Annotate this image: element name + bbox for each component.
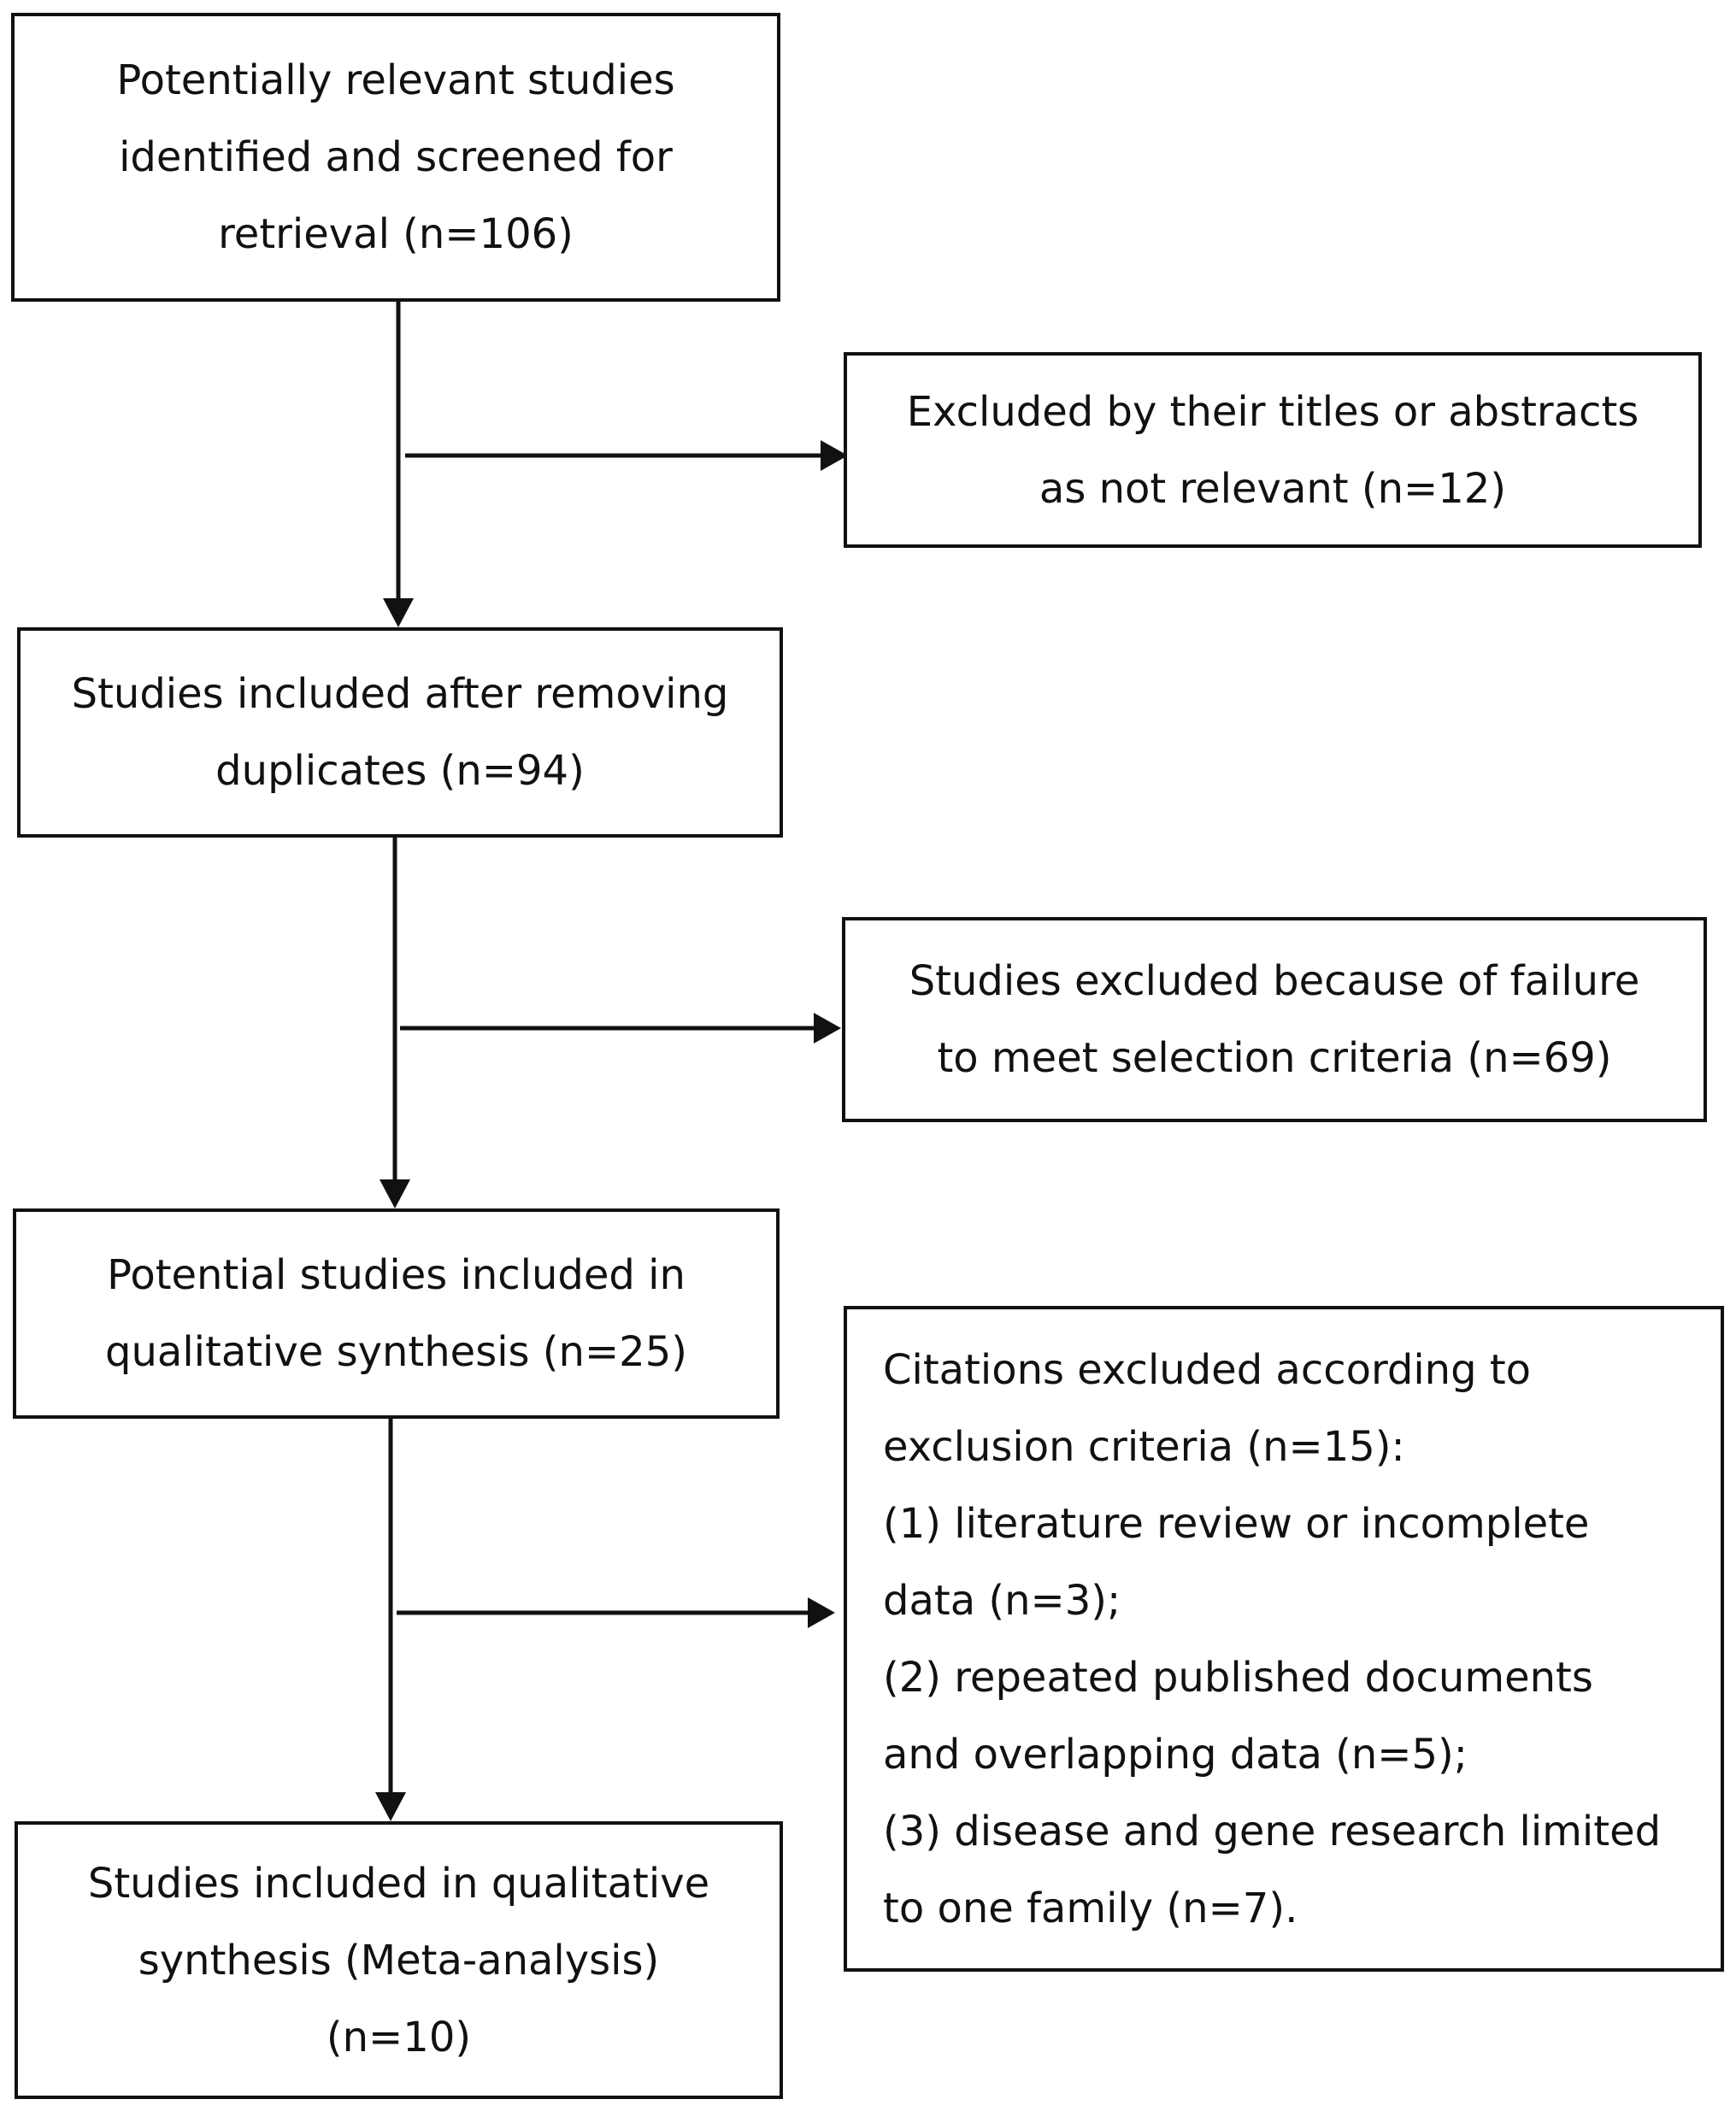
box-text-line: (2) repeated published documents [883, 1653, 1593, 1702]
box-text-line: (n=10) [326, 2013, 472, 2061]
box-text-line: Potential studies included in [107, 1251, 686, 1299]
box-text-line: synthesis (Meta-analysis) [138, 1936, 660, 1985]
box-text-line: Studies included in qualitative [87, 1859, 710, 1908]
box-text-line: (3) disease and gene research limited [883, 1807, 1662, 1855]
arrow-main-2-to-main-3 [380, 837, 410, 1208]
box-text-line: retrieval (n=106) [218, 210, 574, 258]
box-text-line: Potentially relevant studies [116, 56, 675, 104]
box-text-line: to meet selection criteria (n=69) [937, 1034, 1612, 1082]
arrow-to-excluded-2 [400, 1013, 841, 1044]
box-text-line: Studies included after removing [71, 670, 729, 718]
box-text-line: Studies excluded because of failure [909, 957, 1640, 1005]
box-text-line: as not relevant (n=12) [1039, 464, 1507, 513]
box-text-line: exclusion criteria (n=15): [883, 1422, 1405, 1471]
box-text-line: identified and screened for [119, 133, 673, 181]
box-potential-qualitative: Potential studies included in qualitativ… [13, 1208, 780, 1419]
box-meta-analysis: Studies included in qualitative synthesi… [15, 1821, 783, 2099]
arrow-to-excluded-3 [397, 1597, 835, 1628]
box-text-line: Citations excluded according to [883, 1345, 1532, 1394]
box-excluded-exclusion-criteria: Citations excluded according to exclusio… [844, 1306, 1724, 1972]
box-identified-studies: Potentially relevant studies identified … [11, 13, 780, 302]
box-text-line: and overlapping data (n=5); [883, 1730, 1468, 1779]
box-text-line: Excluded by their titles or abstracts [906, 387, 1639, 436]
box-excluded-selection-criteria: Studies excluded because of failure to m… [842, 917, 1707, 1122]
box-text-line: to one family (n=7). [883, 1884, 1298, 1932]
arrow-to-excluded-1 [405, 440, 848, 471]
arrow-main-3-to-main-4 [375, 1418, 406, 1821]
box-text-line: qualitative synthesis (n=25) [105, 1328, 687, 1376]
box-text-line: (1) literature review or incomplete [883, 1499, 1590, 1548]
box-after-duplicates: Studies included after removing duplicat… [17, 627, 783, 838]
box-text-line: duplicates (n=94) [215, 747, 585, 795]
arrow-main-1-to-main-2 [383, 301, 414, 627]
box-excluded-titles-abstracts: Excluded by their titles or abstracts as… [844, 352, 1702, 548]
box-text-line: data (n=3); [883, 1576, 1121, 1625]
